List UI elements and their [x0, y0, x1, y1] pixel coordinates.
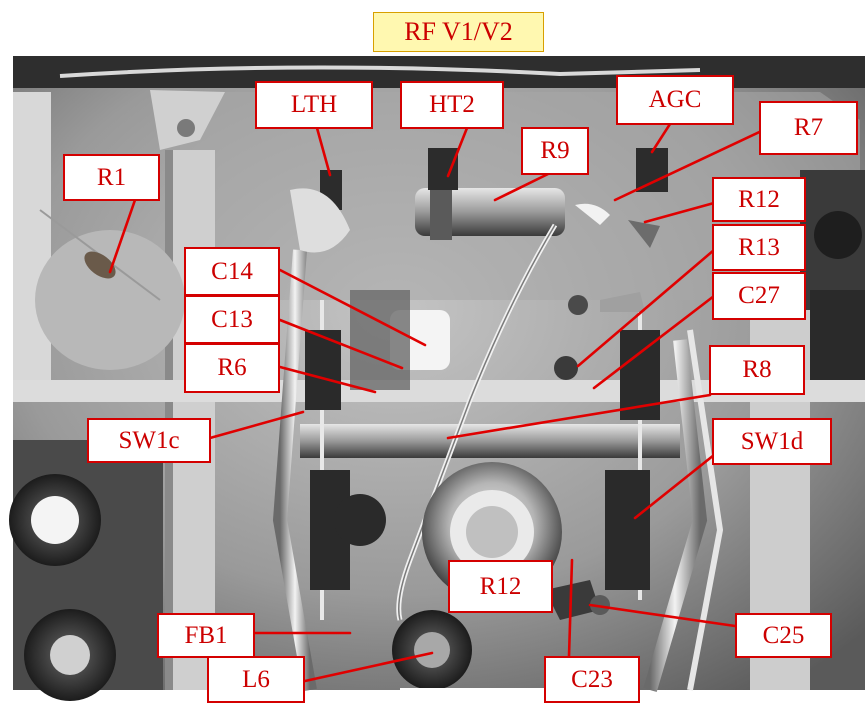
label-ht2: HT2	[400, 81, 504, 129]
label-sw1d: SW1d	[712, 418, 832, 465]
label-c14: C14	[184, 247, 280, 296]
leader-lines	[108, 122, 770, 683]
diagram-title: RF V1/V2	[373, 12, 544, 52]
label-r8: R8	[709, 345, 805, 395]
label-r12-bottom: R12	[448, 560, 553, 613]
label-r6: R6	[184, 343, 280, 393]
label-lth: LTH	[255, 81, 373, 129]
label-r9: R9	[521, 127, 589, 175]
label-agc: AGC	[616, 75, 734, 125]
label-c23: C23	[544, 656, 640, 703]
label-r7: R7	[759, 101, 858, 155]
label-r12-top: R12	[712, 177, 806, 222]
label-l6: L6	[207, 656, 305, 703]
label-fb1: FB1	[157, 613, 255, 658]
label-sw1c: SW1c	[87, 418, 211, 463]
label-c27: C27	[712, 272, 806, 320]
label-c25: C25	[735, 613, 832, 658]
label-r1: R1	[63, 154, 160, 201]
label-c13: C13	[184, 295, 280, 344]
label-r13: R13	[712, 224, 806, 271]
